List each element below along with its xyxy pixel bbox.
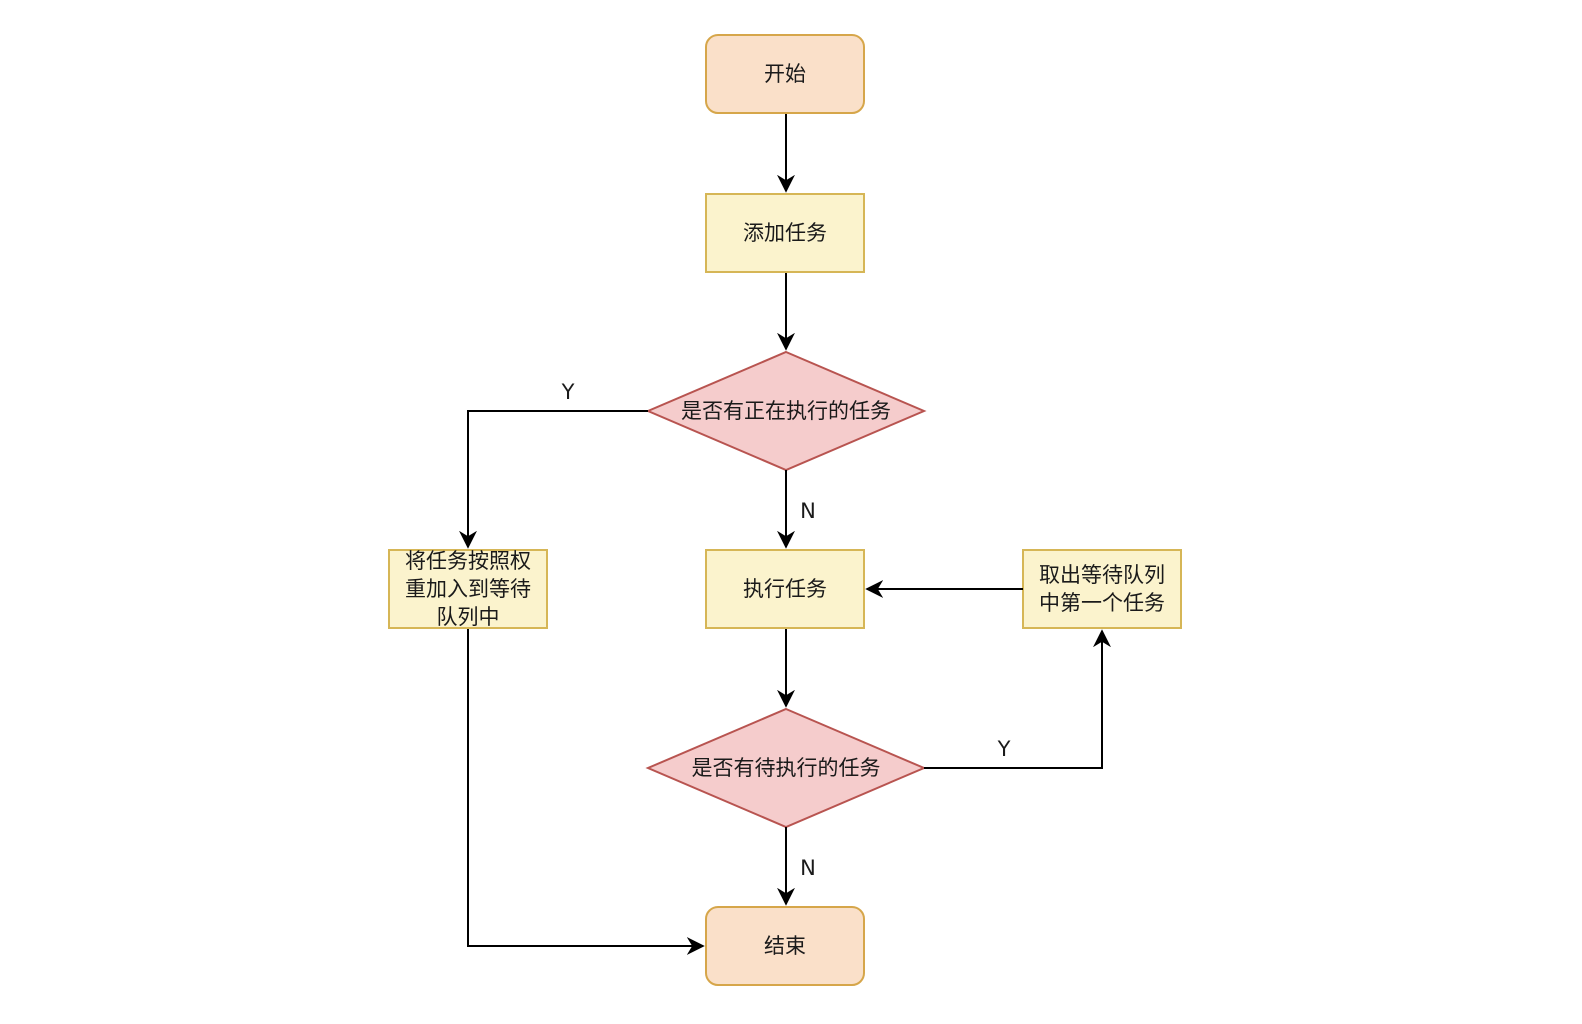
enqueue-by-weight-label: 将任务按照权 重加入到等待 队列中: [405, 549, 531, 629]
end-node: [705, 906, 865, 986]
check-running-label: 是否有正在执行的任务: [681, 399, 891, 423]
start-node: [705, 34, 865, 114]
edge-enqueue-to-end: [467, 629, 705, 955]
edge-running-yes-to-enqueue: [459, 410, 648, 549]
edge-pending-yes-to-dequeue: [924, 629, 1111, 769]
pending-no-label: N: [800, 856, 816, 880]
add-task-label: 添加任务: [743, 221, 827, 245]
start-label: 开始: [764, 62, 806, 86]
running-yes-label: Y: [561, 380, 575, 404]
add-task-node: [705, 193, 865, 273]
running-no-label: N: [800, 499, 816, 523]
execute-task-label: 执行任务: [743, 577, 827, 601]
pending-yes-label: Y: [997, 737, 1011, 761]
check-pending-label: 是否有待执行的任务: [691, 756, 881, 780]
dequeue-first-label: 取出等待队列 中第一个任务: [1039, 563, 1165, 615]
end-label: 结束: [764, 934, 806, 958]
enqueue-by-weight-node: [388, 549, 548, 629]
execute-task-node: [705, 549, 865, 629]
